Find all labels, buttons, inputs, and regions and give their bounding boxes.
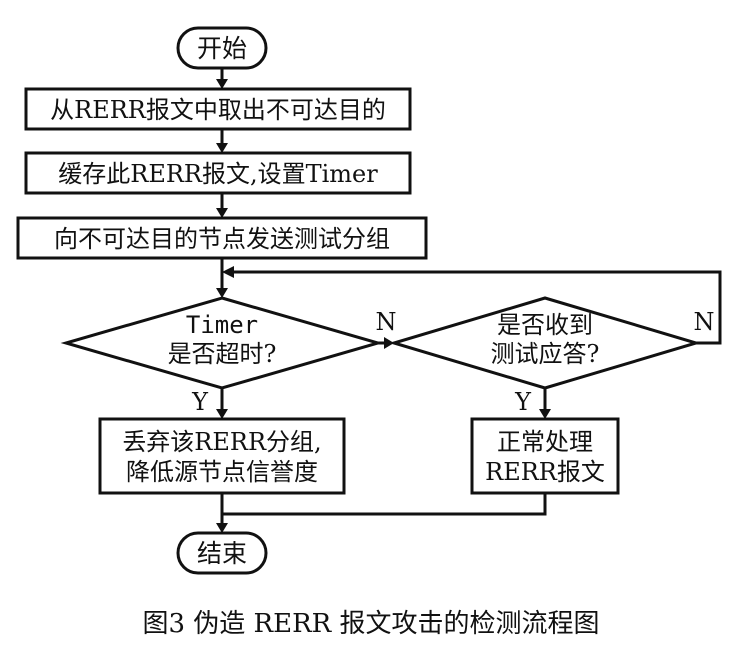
edge-label-response-no: N: [694, 308, 715, 336]
loop-back-arrowhead: [222, 266, 234, 278]
arrow-response-yes: [539, 409, 551, 419]
arrow-discard-end: [216, 523, 228, 533]
step-extract-label: 从RERR报文中取出不可达目的: [50, 96, 386, 124]
decision-response-line2: 测试应答?: [491, 340, 600, 368]
discard-line2: 降低源节点信誉度: [126, 458, 318, 486]
discard-box: [98, 417, 346, 495]
discard-line1: 丢弃该RERR分组,: [122, 428, 321, 456]
start-label: 开始: [197, 34, 247, 63]
step-cache-box: [24, 151, 412, 195]
arrow-step1-step2: [216, 143, 228, 153]
edge-label-timeout-no: N: [376, 308, 397, 336]
arrow-step2-step3: [216, 208, 228, 218]
connector-normal-merge: [222, 493, 547, 516]
end-label: 结束: [197, 539, 247, 568]
step-send-box: [16, 216, 428, 260]
arrow-step3-timeout: [216, 288, 228, 298]
decision-timeout-line1: Timer: [186, 311, 258, 339]
arrow-timeout-yes: [216, 409, 228, 419]
decision-response-line1: 是否收到: [497, 311, 593, 339]
step-cache-label: 缓存此RERR报文,设置Timer: [58, 160, 378, 188]
figure-caption: 图3 伪造 RERR 报文攻击的检测流程图: [142, 609, 599, 639]
step-extract-box: [24, 87, 412, 131]
normal-line2: RERR报文: [485, 458, 605, 486]
loop-back-connector: [234, 270, 722, 345]
step-send-label: 向不可达目的节点发送测试分组: [54, 225, 390, 253]
edge-label-timeout-yes: Y: [191, 388, 209, 416]
arrow-timeout-no: [384, 337, 394, 349]
normal-line1: 正常处理: [497, 428, 593, 456]
arrow-start-step1: [216, 79, 228, 89]
decision-timeout-line2: 是否超时?: [168, 340, 277, 368]
edge-label-response-yes: Y: [514, 388, 532, 416]
